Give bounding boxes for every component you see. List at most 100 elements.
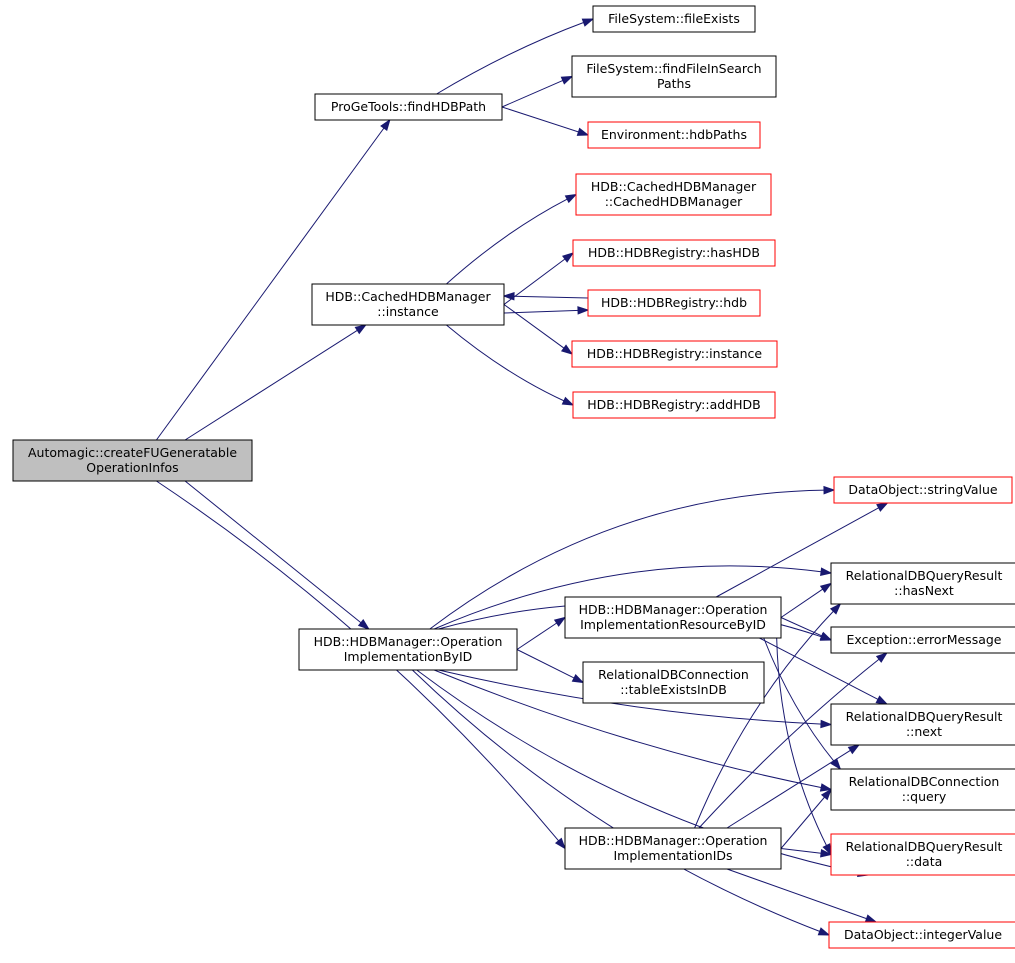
- node-hdb[interactable]: HDB::HDBRegistry::hdb: [587, 289, 761, 317]
- call-edge-opImplByID-to-integerValue: [412, 669, 831, 936]
- node-label-line: RelationalDBQueryResult: [846, 709, 1003, 724]
- node-label-line: ::data: [906, 854, 943, 869]
- node-cachedInstance[interactable]: HDB::CachedHDBManager::instance: [311, 283, 505, 326]
- call-edge-findHDBPath-to-hdbPaths: [501, 106, 590, 136]
- node-hasNext[interactable]: RelationalDBQueryResult::hasNext: [830, 562, 1015, 605]
- node-cachedCtor[interactable]: HDB::CachedHDBManager::CachedHDBManager: [575, 173, 772, 216]
- call-edge-cachedInstance-to-regInstance: [503, 304, 574, 355]
- node-label-line: DataObject::integerValue: [844, 927, 1002, 942]
- call-edge-root-to-findHDBPath: [155, 118, 391, 441]
- node-findHDBPath[interactable]: ProGeTools::findHDBPath: [314, 93, 503, 121]
- call-edge-opImplIDs-to-data: [780, 848, 833, 858]
- node-label-line: Paths: [657, 76, 691, 91]
- node-box: [830, 768, 1015, 811]
- node-box: [572, 391, 776, 419]
- node-box: [587, 289, 761, 317]
- call-edge-opImplByID-to-stringValue: [429, 485, 836, 630]
- node-root[interactable]: Automagic::createFUGeneratableOperationI…: [12, 439, 253, 482]
- node-opImplResByID[interactable]: HDB::HDBManager::OperationImplementation…: [564, 596, 782, 639]
- node-fileExists[interactable]: FileSystem::fileExists: [592, 5, 756, 33]
- node-label-line: ::CachedHDBManager: [605, 194, 743, 209]
- node-opImplByID[interactable]: HDB::HDBManager::OperationImplementation…: [298, 628, 518, 671]
- node-regInstance[interactable]: HDB::HDBRegistry::instance: [571, 340, 778, 368]
- node-label-line: ImplementationResourceByID: [580, 617, 766, 632]
- call-edge-opImplResByID-to-hasNext: [780, 582, 833, 618]
- node-label-line: HDB::HDBRegistry::addHDB: [587, 397, 760, 412]
- node-next[interactable]: RelationalDBQueryResult::next: [830, 703, 1015, 746]
- call-edge-opImplResByID-to-next: [759, 637, 889, 705]
- node-label-line: HDB::HDBManager::Operation: [579, 833, 768, 848]
- node-label-line: ::hasNext: [894, 583, 954, 598]
- call-edge-root-to-opImplByID: [184, 480, 370, 630]
- node-label-line: ::next: [906, 724, 942, 739]
- node-box: [830, 626, 1015, 654]
- node-box: [12, 439, 253, 482]
- call-edge-opImplResByID-to-query: [763, 637, 842, 771]
- node-box: [564, 596, 782, 639]
- call-edge-opImplResByID-to-errorMessage: [780, 617, 833, 641]
- node-box: [571, 55, 777, 98]
- node-label-line: ::query: [902, 789, 947, 804]
- call-edge-cachedInstance-to-hdb: [503, 306, 590, 315]
- call-edge-opImplByID-to-next: [438, 669, 833, 729]
- node-query[interactable]: RelationalDBConnection::query: [830, 768, 1015, 811]
- call-edge-opImplIDs-to-next: [726, 744, 861, 829]
- node-label-line: HDB::CachedHDBManager: [591, 179, 757, 194]
- node-label-line: DataObject::stringValue: [848, 482, 997, 497]
- call-edge-opImplIDs-to-errorMessage: [698, 652, 888, 829]
- call-edge-opImplResByID-to-stringValue: [715, 502, 889, 598]
- node-box: [830, 833, 1015, 876]
- node-label-line: ProGeTools::findHDBPath: [331, 99, 486, 114]
- node-errorMessage[interactable]: Exception::errorMessage: [830, 626, 1015, 654]
- node-label-line: ImplementationIDs: [613, 848, 732, 863]
- call-edge-opImplIDs-to-integerValue: [726, 868, 878, 923]
- node-label-line: FileSystem::findFileInSearch: [586, 61, 761, 76]
- node-label-line: Environment::hdbPaths: [601, 127, 747, 142]
- call-edge-cachedInstance-to-hasHDB: [503, 252, 575, 305]
- node-label-line: Exception::errorMessage: [847, 632, 1002, 647]
- node-box: [298, 628, 518, 671]
- node-label-line: Automagic::createFUGeneratable: [28, 445, 237, 460]
- node-box: [582, 661, 765, 704]
- node-label-line: ImplementationByID: [344, 649, 473, 664]
- node-box: [572, 239, 776, 267]
- call-edge-cachedInstance-to-cachedCtor: [446, 193, 578, 285]
- call-edge-opImplIDs-to-query: [780, 788, 832, 849]
- node-box: [833, 476, 1013, 504]
- node-label-line: HDB::CachedHDBManager: [325, 289, 491, 304]
- node-box: [314, 93, 503, 121]
- node-label-line: RelationalDBQueryResult: [846, 568, 1003, 583]
- node-box: [564, 827, 782, 870]
- node-label-line: RelationalDBConnection: [598, 667, 749, 682]
- node-box: [575, 173, 772, 216]
- node-label-line: RelationalDBConnection: [849, 774, 1000, 789]
- node-stringValue[interactable]: DataObject::stringValue: [833, 476, 1013, 504]
- node-box: [587, 121, 761, 149]
- node-addHDB[interactable]: HDB::HDBRegistry::addHDB: [572, 391, 776, 419]
- node-data[interactable]: RelationalDBQueryResult::data: [830, 833, 1015, 876]
- call-edge-findHDBPath-to-findFileInSearchPaths: [501, 75, 574, 108]
- call-edge-opImplByID-to-tableExists: [516, 649, 585, 684]
- node-box: [830, 562, 1015, 605]
- node-box: [311, 283, 505, 326]
- node-label-line: FileSystem::fileExists: [608, 11, 740, 26]
- node-hdbPaths[interactable]: Environment::hdbPaths: [587, 121, 761, 149]
- node-label-line: HDB::HDBRegistry::hasHDB: [588, 245, 760, 260]
- call-edge-findHDBPath-to-fileExists: [436, 18, 595, 95]
- node-hasHDB[interactable]: HDB::HDBRegistry::hasHDB: [572, 239, 776, 267]
- node-label-line: ::tableExistsInDB: [620, 682, 727, 697]
- node-tableExists[interactable]: RelationalDBConnection::tableExistsInDB: [582, 661, 765, 704]
- node-box: [828, 921, 1015, 949]
- node-label-line: OperationInfos: [86, 460, 178, 475]
- call-edge-opImplResByID-to-data: [776, 637, 832, 856]
- node-opImplIDs[interactable]: HDB::HDBManager::OperationImplementation…: [564, 827, 782, 870]
- call-edge-hdb-to-cachedInstance: [502, 291, 589, 301]
- node-box: [592, 5, 756, 33]
- node-label-line: ::instance: [377, 304, 439, 319]
- node-integerValue[interactable]: DataObject::integerValue: [828, 921, 1015, 949]
- node-label-line: HDB::HDBRegistry::instance: [587, 346, 763, 361]
- function-nodes: Automagic::createFUGeneratableOperationI…: [12, 5, 1015, 949]
- call-edge-cachedInstance-to-addHDB: [446, 324, 575, 406]
- call-edge-root-to-cachedInstance: [184, 324, 368, 441]
